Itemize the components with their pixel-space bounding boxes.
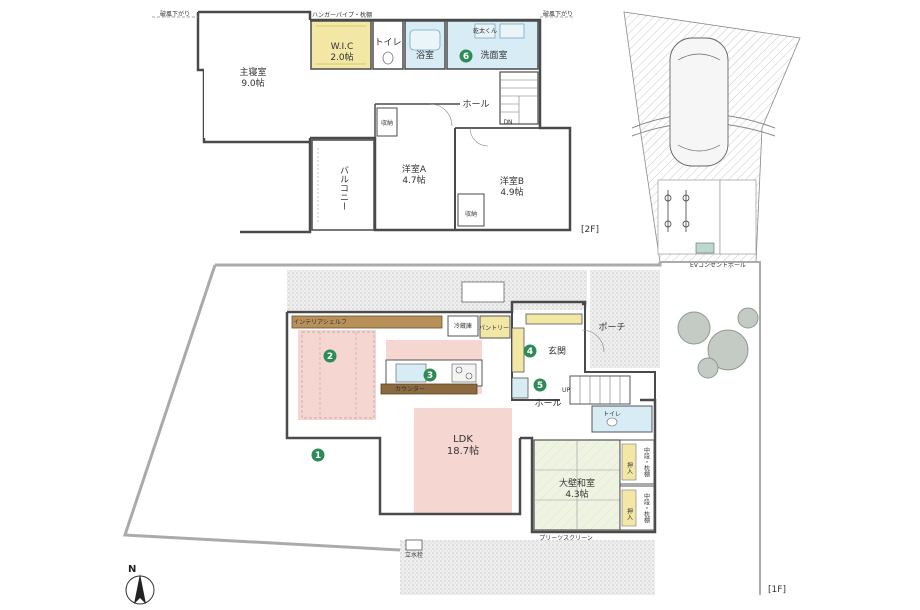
screen-label: プリーツスクリーン: [539, 535, 593, 542]
bicycle-icon: [664, 190, 690, 232]
gravel-north: [287, 270, 587, 310]
hall-2f-label: ホール: [462, 99, 489, 110]
dryer-label: 乾太くん: [473, 27, 497, 35]
marker-5: 5: [533, 378, 547, 392]
marker-6: 6: [459, 49, 473, 63]
room-a-size: 4.7帖: [402, 174, 425, 186]
wic-size: 2.0帖: [330, 51, 353, 63]
toilet-2f-label: トイレ: [374, 38, 401, 48]
marker-2: 2: [323, 349, 337, 363]
gravel-south: [400, 540, 655, 595]
ev-pole-icon: [695, 242, 715, 254]
floor1-tag: [1F]: [768, 585, 786, 595]
storage-2f-b: 収納: [465, 210, 477, 218]
tatami-size: 4.3帖: [565, 488, 588, 500]
balcony-label: バルコニー: [338, 165, 349, 210]
down-label: DN: [503, 119, 512, 126]
gravel-porch: [590, 270, 660, 368]
floor1-plan: [285, 300, 657, 551]
master-bedroom-size: 9.0帖: [241, 77, 264, 89]
hanger-pipe-label: ハンガーパイプ・枕棚: [312, 11, 372, 19]
pantry-label: パントリー: [479, 325, 509, 332]
floor2-tag: [2F]: [581, 225, 599, 235]
interior-shelf-label: インテリアシェルフ: [293, 319, 347, 326]
fridge-label: 冷蔵庫: [454, 322, 472, 330]
interior-shelf: [291, 315, 443, 329]
room-b-size: 4.9帖: [500, 186, 523, 198]
hall-1f-label: ホール: [534, 398, 561, 409]
svg-text:1: 1: [315, 451, 321, 461]
ev-pole-label: EVコンセントポール: [690, 261, 746, 269]
ldk-size: 18.7帖: [447, 444, 479, 457]
svg-text:6: 6: [463, 52, 469, 62]
svg-text:2: 2: [327, 352, 333, 362]
ldk-name: LDK: [453, 434, 473, 445]
faucet-icon: [405, 539, 423, 551]
up-label: UP: [562, 387, 570, 394]
car-icon: [669, 37, 729, 167]
washroom-label: 洗面室: [480, 49, 507, 61]
toilet-1f-label: トイレ: [603, 411, 621, 418]
bath-label: 浴室: [416, 49, 434, 61]
counter: [380, 383, 478, 395]
trees: [677, 307, 759, 379]
compass-label: N: [128, 564, 136, 575]
marker-1: 1: [311, 448, 325, 462]
svg-text:5: 5: [537, 381, 543, 391]
master-bedroom-name: 主寝室: [239, 66, 266, 78]
svg-text:4: 4: [527, 347, 533, 357]
wic-area: [310, 20, 372, 70]
room-b-name: 洋室B: [500, 175, 524, 187]
site-boundary: [122, 261, 761, 595]
site-parking: [623, 11, 801, 263]
compass-icon: N: [125, 564, 155, 605]
room-a-name: 洋室A: [402, 163, 427, 175]
eave-right-label: 破風下がり: [543, 10, 573, 18]
counter-label: カウンター: [395, 385, 425, 393]
floor2-plan: [152, 10, 575, 234]
closet1-label: 押入: [626, 461, 633, 474]
faucet-label: 立水栓: [405, 551, 423, 559]
marker-4: 4: [523, 344, 537, 358]
closet2-label: 押入: [626, 507, 633, 520]
marker-3: 3: [423, 368, 437, 382]
svg-text:3: 3: [427, 371, 433, 381]
eave-left-label: 破風下がり: [160, 10, 190, 18]
shelf1-label: 中段・枕棚: [643, 446, 650, 478]
storage-2f-a: 収納: [381, 119, 393, 127]
entrance-label: 玄関: [548, 345, 566, 357]
outdoor-unit: [461, 281, 505, 303]
tatami-name: 大壁和室: [559, 477, 595, 489]
wic-name: W.I.C: [331, 42, 354, 52]
porch-label: ポーチ: [598, 322, 625, 333]
shelf2-label: 中段・枕棚: [643, 492, 650, 524]
